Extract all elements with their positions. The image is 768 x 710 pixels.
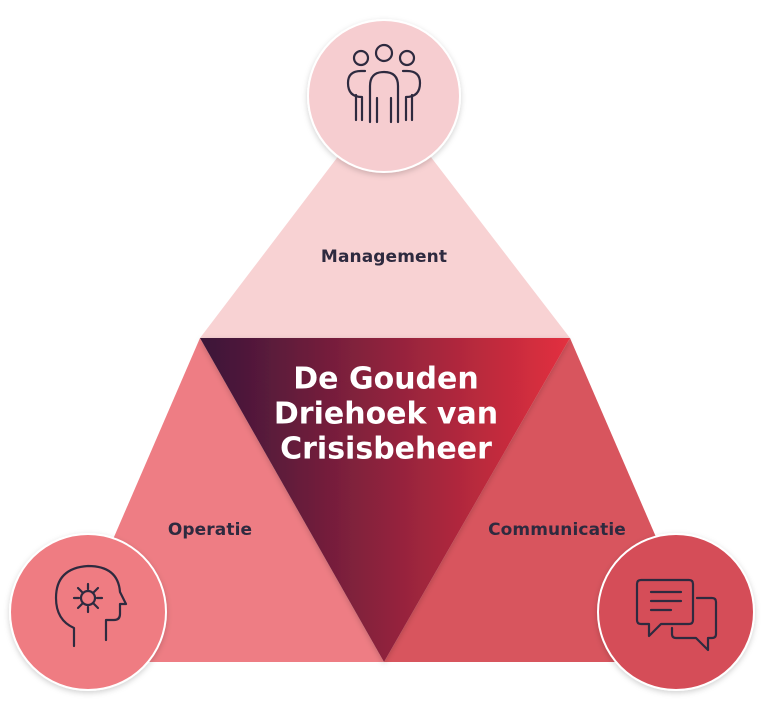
operatie-label: Operatie — [167, 520, 253, 540]
chat-bubbles-icon — [635, 578, 718, 652]
diagram-title: De Gouden Driehoek van Crisisbeheer — [256, 361, 516, 466]
management-label: Management — [320, 247, 448, 267]
communicatie-label: Communicatie — [488, 520, 626, 540]
head-gear-icon — [54, 564, 128, 648]
right-circle — [597, 533, 755, 691]
management-segment — [200, 96, 570, 338]
title-line-3: Crisisbeheer — [280, 431, 492, 467]
title-line-1: De Gouden — [293, 361, 479, 397]
team-people-icon — [346, 43, 422, 124]
center-triangle — [200, 338, 570, 662]
top-circle — [307, 19, 461, 173]
title-line-2: Driehoek van — [273, 396, 499, 432]
